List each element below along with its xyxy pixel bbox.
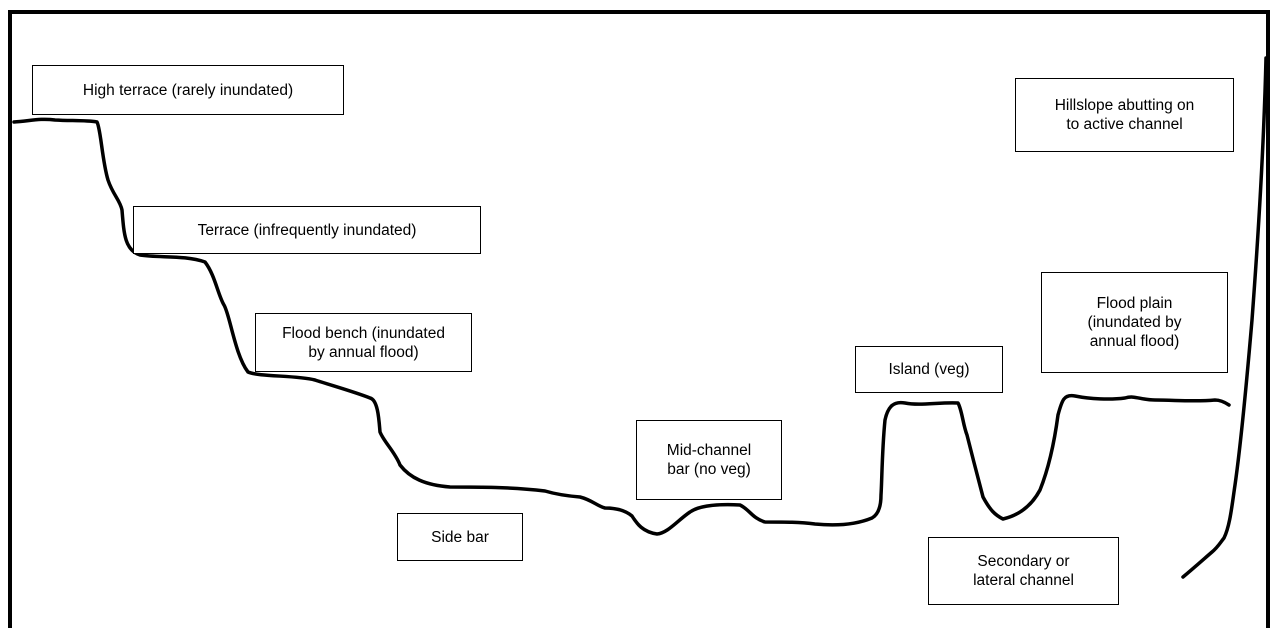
- label-flood-bench: Flood bench (inundated by annual flood): [255, 313, 472, 372]
- label-high-terrace: High terrace (rarely inundated): [32, 65, 344, 115]
- label-mid-channel-bar: Mid-channel bar (no veg): [636, 420, 782, 500]
- hillslope-line: [1181, 56, 1268, 579]
- label-flood-plain: Flood plain (inundated by annual flood): [1041, 272, 1228, 373]
- ground-profile-line: [12, 117, 1231, 536]
- label-secondary-channel: Secondary or lateral channel: [928, 537, 1119, 605]
- label-terrace: Terrace (infrequently inundated): [133, 206, 481, 254]
- diagram-frame: [8, 10, 1270, 628]
- label-island: Island (veg): [855, 346, 1003, 393]
- label-side-bar: Side bar: [397, 513, 523, 561]
- label-hillslope: Hillslope abutting on to active channel: [1015, 78, 1234, 152]
